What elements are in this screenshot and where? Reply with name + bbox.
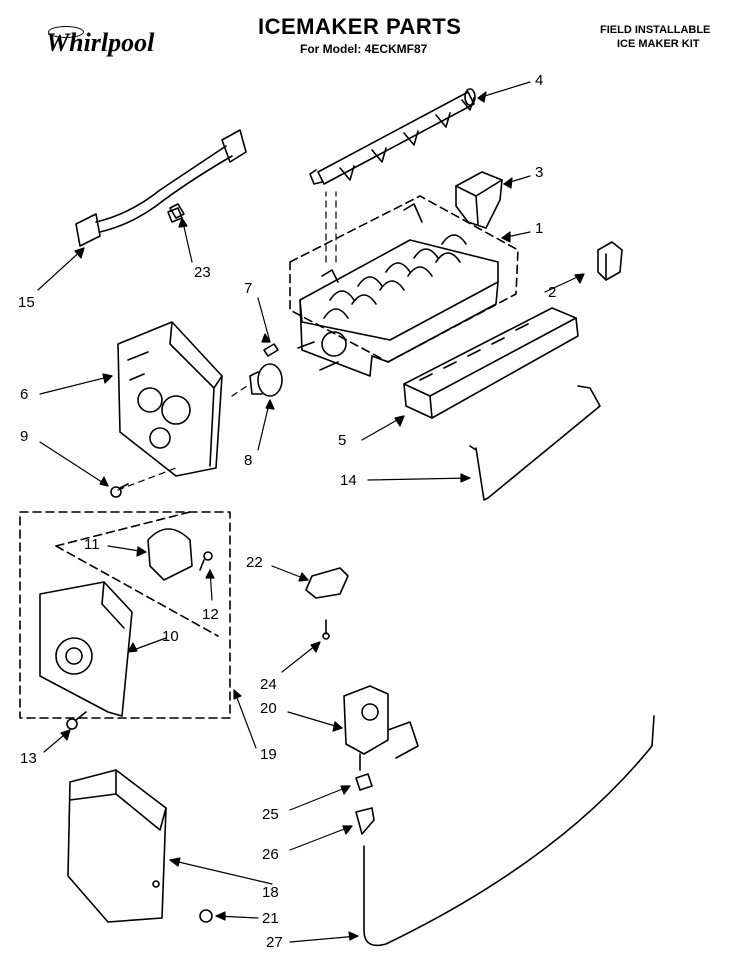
callout-18: 18 — [262, 884, 279, 901]
part-22-bracket — [306, 568, 348, 598]
kit-label-line2: ICE MAKER KIT — [617, 38, 700, 50]
callout-21: 21 — [262, 910, 279, 927]
part-24-screw — [323, 620, 329, 639]
part-15-wire-harness — [76, 130, 246, 246]
callout-6: 6 — [20, 386, 29, 403]
callout-12: 12 — [202, 606, 219, 623]
part-18-cover — [68, 770, 166, 922]
callout-27: 27 — [266, 934, 283, 951]
callout-20: 20 — [260, 700, 277, 717]
part-10-control-module — [40, 582, 132, 716]
callout-10: 10 — [162, 628, 179, 645]
leader-lines — [38, 82, 584, 942]
part-20-water-valve — [344, 686, 418, 770]
callout-2: 2 — [548, 284, 557, 301]
callout-7: 7 — [244, 280, 253, 297]
callout-1: 1 — [535, 220, 544, 237]
part-2-clip — [598, 242, 622, 280]
part-13-screw — [67, 712, 86, 729]
callout-8: 8 — [244, 452, 253, 469]
part-21-screw — [200, 910, 212, 922]
callout-19: 19 — [260, 746, 277, 763]
callout-24: 24 — [260, 676, 277, 693]
callout-23: 23 — [194, 264, 211, 281]
part-11-motor — [148, 529, 192, 580]
part-6-control-housing — [118, 322, 222, 476]
part-8-motor — [250, 364, 282, 396]
callout-25: 25 — [262, 806, 279, 823]
callout-5: 5 — [338, 432, 347, 449]
part-4-ejector — [310, 89, 475, 184]
callout-13: 13 — [20, 750, 37, 767]
callout-9: 9 — [20, 428, 29, 445]
part-7-screw — [264, 344, 278, 356]
callout-26: 26 — [262, 846, 279, 863]
callout-15: 15 — [18, 294, 35, 311]
part-9-screw — [111, 484, 128, 497]
callout-11: 11 — [84, 536, 100, 553]
model-line: For Model: 4ECKMF87 — [300, 42, 428, 56]
callout-14: 14 — [340, 472, 357, 489]
part-12-screw — [200, 552, 212, 570]
callout-4: 4 — [535, 72, 544, 89]
part-19-module-box — [20, 512, 230, 718]
part-5-stripper — [404, 308, 578, 418]
part-27-fill-tube — [364, 716, 654, 945]
kit-label-line1: FIELD INSTALLABLE — [600, 24, 711, 36]
part-3-fill-cup — [456, 172, 502, 228]
callout-22: 22 — [246, 554, 263, 571]
part-1-mold — [290, 196, 518, 376]
part-25-nut — [356, 774, 372, 790]
diagram-title: ICEMAKER PARTS — [258, 14, 462, 39]
part-26-insert — [356, 808, 374, 834]
callout-3: 3 — [535, 164, 544, 181]
brand-logo: Whirlpool — [46, 28, 155, 57]
part-14-shutoff-arm — [470, 386, 600, 500]
brand-logo-oval-icon — [48, 26, 84, 38]
